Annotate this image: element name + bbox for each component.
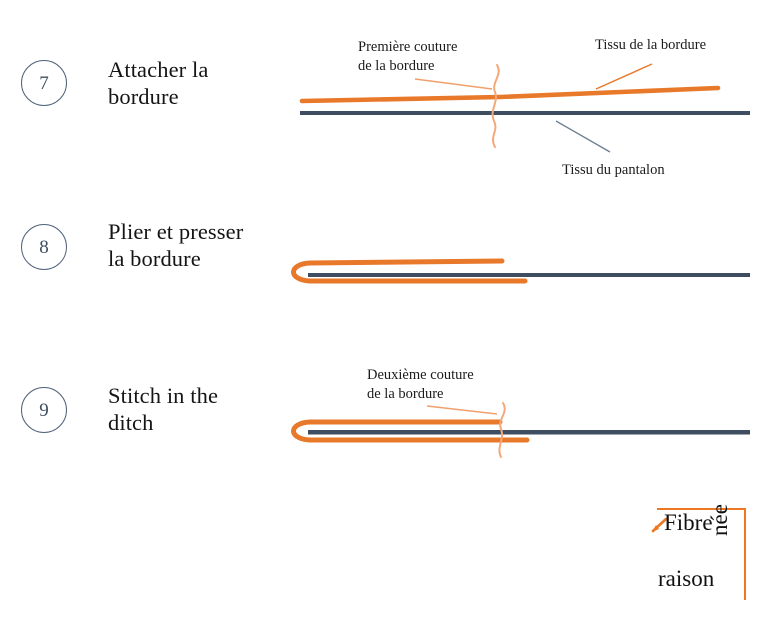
step-number-badge-9: 9 — [21, 387, 67, 433]
trouser-fabric-line — [300, 111, 750, 115]
step-title-7: Attacher la bordure — [108, 57, 209, 109]
hem-fabric-line — [299, 85, 721, 104]
step-title-8: Plier et presser la bordure — [108, 219, 244, 271]
needle-icon — [651, 517, 668, 533]
logo-frame-top-border — [657, 508, 746, 510]
trouser-fabric-line — [308, 273, 750, 277]
step-row-7: 7 Attacher la bordure Première couture d… — [0, 0, 782, 200]
second-hem-stitch-thread — [498, 402, 506, 458]
callout-second-hem-stitch: Deuxième couture de la bordure — [367, 367, 474, 403]
step-row-9: 9 Stitch in the ditch Deuxième couture d… — [0, 360, 782, 510]
step-number-9: 9 — [39, 399, 49, 421]
step-number-8: 8 — [39, 236, 49, 258]
callout-hem-fabric: Tissu de la bordure — [595, 37, 707, 53]
step-9-diagram — [291, 402, 750, 458]
step-7-diagram — [299, 63, 750, 153]
logo-word-nee: née — [707, 504, 732, 536]
trouser-fabric-line — [308, 430, 750, 435]
folded-hem-fabric — [291, 258, 528, 284]
callout-trouser-fabric: Tissu du pantalon — [562, 162, 665, 178]
step-number-badge-7: 7 — [21, 60, 67, 106]
first-hem-stitch-leader — [414, 78, 493, 90]
brand-logo: Fibre née raison — [650, 504, 746, 600]
first-hem-stitch-thread — [491, 64, 500, 148]
logo-frame-right-border — [744, 508, 746, 600]
trouser-fabric-leader — [555, 120, 611, 153]
callout-first-hem-stitch: Première couture de la bordure — [358, 39, 458, 75]
step-8-diagram — [291, 258, 750, 284]
step-title-9: Stitch in the ditch — [108, 383, 219, 435]
step-row-8: 8 Plier et presser la bordure — [0, 200, 782, 360]
folded-hem-fabric — [291, 419, 530, 443]
second-hem-stitch-leader — [426, 405, 498, 415]
step-number-badge-8: 8 — [21, 224, 67, 270]
hem-fabric-leader — [595, 63, 653, 90]
logo-word-fibre: Fibre — [664, 510, 713, 535]
logo-word-raison: raison — [658, 566, 715, 591]
step-number-7: 7 — [39, 72, 49, 94]
